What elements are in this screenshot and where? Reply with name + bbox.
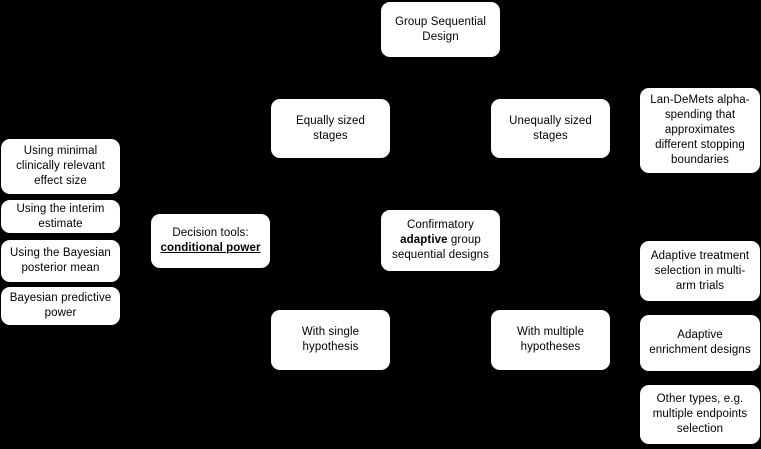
node-label: Bayesian predictive power xyxy=(9,292,112,319)
node-using-interim-estimate[interactable]: Using the interim estimate xyxy=(1,200,120,233)
node-unequally-sized-stages[interactable]: Unequally sized stages xyxy=(491,99,610,158)
node-equally-sized-stages[interactable]: Equally sized stages xyxy=(271,99,390,158)
node-label: Using minimal clinically relevant effect… xyxy=(16,145,105,187)
node-with-single-hypothesis[interactable]: With single hypothesis xyxy=(271,310,390,370)
node-adaptive-enrichment-designs[interactable]: Adaptive enrichment designs xyxy=(640,315,760,371)
node-with-multiple-hypotheses[interactable]: With multiple hypotheses xyxy=(491,310,610,370)
node-label: Other types, e.g. multiple endpoints sel… xyxy=(652,393,748,435)
node-label: With single hypothesis xyxy=(301,326,360,353)
node-label-part1: Confirmatory xyxy=(406,219,475,231)
node-confirmatory-adaptive-designs[interactable]: Confirmatory adaptive group sequential de… xyxy=(381,210,500,271)
node-label: Unequally sized stages xyxy=(509,114,592,142)
node-label-emphasis: conditional power xyxy=(160,242,261,254)
node-label: With multiple hypotheses xyxy=(516,326,585,353)
node-label-prefix: Decision tools: xyxy=(172,227,249,239)
node-label: Confirmatory adaptive group sequential de… xyxy=(388,218,493,263)
node-label: Group Sequential Design xyxy=(394,15,487,43)
node-adaptive-treatment-selection[interactable]: Adaptive treatment selection in multi-ar… xyxy=(640,241,760,301)
node-label: Using the Bayesian posterior mean xyxy=(10,247,111,274)
node-other-types[interactable]: Other types, e.g. multiple endpoints sel… xyxy=(640,385,760,444)
node-label: Equally sized stages xyxy=(295,114,366,142)
node-label: Using the interim estimate xyxy=(16,202,105,230)
node-decision-tools[interactable]: Decision tools: conditional power xyxy=(151,214,270,268)
node-label-bold: adaptive xyxy=(400,234,448,246)
node-group-sequential-design[interactable]: Group Sequential Design xyxy=(381,2,500,57)
node-label: Adaptive enrichment designs xyxy=(649,329,751,356)
node-label: Decision tools: conditional power xyxy=(158,226,263,256)
node-lan-demets-alpha-spending[interactable]: Lan-DeMets alpha-spending that approxima… xyxy=(640,88,760,173)
node-bayesian-predictive-power[interactable]: Bayesian predictive power xyxy=(1,287,120,325)
node-label: Adaptive treatment selection in multi-ar… xyxy=(650,249,750,292)
node-label: Lan-DeMets alpha-spending that approxima… xyxy=(650,94,750,166)
node-label-part2: group sequential designs xyxy=(391,234,490,261)
node-using-minimal-effect-size[interactable]: Using minimal clinically relevant effect… xyxy=(1,139,120,194)
node-using-bayesian-posterior-mean[interactable]: Using the Bayesian posterior mean xyxy=(1,240,120,282)
